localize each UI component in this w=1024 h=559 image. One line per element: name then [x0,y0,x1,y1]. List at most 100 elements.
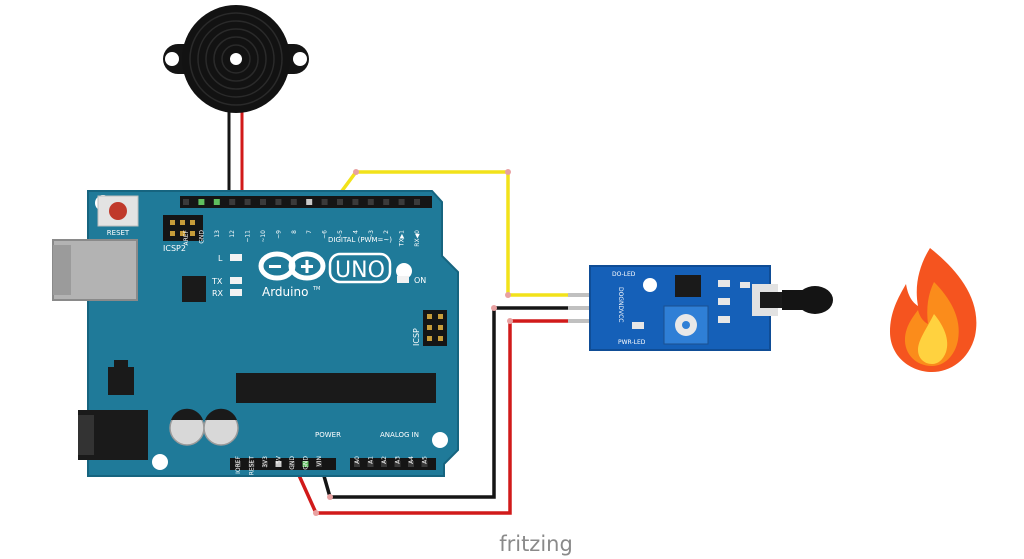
reset-label: RESET [107,229,130,237]
digital-pin-slot [275,199,282,205]
digital-pin-slot [352,199,359,205]
digital-label: DIGITAL (PWM=~) [328,236,392,244]
capacitor-2 [203,408,239,446]
power-pin-label: RESET [249,456,256,476]
power-pin-label: 3V3 [262,456,269,468]
analog-pin-label: A4 [408,456,415,464]
digital-pin-label: 4 [352,230,359,234]
analog-label: ANALOG IN [380,431,419,439]
fritzing-watermark: fritzing [499,532,573,556]
digital-pin-label: TX▶1 [399,230,406,247]
digital-pin-slot [229,199,236,205]
pin-labels: DOGNDVCC [617,287,624,322]
led-tx [230,277,242,284]
atmega-chip [236,373,436,403]
icsp-label: ICSP [412,328,421,346]
pwr-led-label: PWR-LED [618,339,646,346]
analog-pin-slot [381,461,387,467]
flame-sensor-module: DO-LED DOGNDVCC PWR-LED [568,265,833,351]
uno-badge: UNO [328,252,392,284]
power-pin-slot [289,461,295,467]
analog-pin-slot [354,461,360,467]
power-pin-slot [316,461,322,467]
digital-pin-label: GND [198,230,205,244]
led-l-label: L [218,254,223,263]
digital-pin-label: ~11 [245,230,252,243]
power-pin-label: IOREF [235,455,242,473]
led-on [397,276,409,283]
digital-pin-label: 2 [383,230,390,234]
power-pin-slot [302,461,309,467]
led-rx-label: RX [212,289,224,298]
power-pin-label: VIN [316,456,323,466]
led-l [230,254,242,261]
power-header [230,458,336,470]
digital-pin-slot [198,199,205,205]
led-on-label: ON [414,276,426,285]
digital-pin-label: 8 [291,230,298,234]
digital-pin-label: ~10 [260,230,267,243]
analog-pin-label: A2 [381,456,388,464]
digital-pin-label: ~5 [337,230,344,239]
digital-pin-slot [367,199,374,205]
digital-pin-label: 12 [229,230,236,238]
led-tx-label: TX [211,277,223,286]
analog-pin-slot [421,461,428,467]
digital-pin-label: ~3 [368,230,375,239]
analog-pin-slot [408,461,414,467]
reset-button [97,195,139,227]
trademark-label: TM [312,286,320,292]
digital-pin-label: RX◀0 [414,230,421,247]
potentiometer [663,305,709,345]
digital-pin-slot [337,199,343,205]
comparator-chip [675,275,701,297]
digital-pin-label: 13 [214,230,221,238]
digital-pin-slot [183,199,189,205]
icsp-header [423,310,447,346]
power-pin-slot [262,461,268,467]
digital-pin-label: ~9 [275,230,282,239]
voltage-regulator [108,367,134,395]
digital-pin-label: 7 [306,230,313,234]
analog-pin-label: A5 [422,456,429,464]
digital-pin-slot [260,199,266,205]
digital-pin-label: AREF [183,229,190,245]
icsp2-label: ICSP2 [163,244,186,253]
ground-black-wire [318,306,575,499]
power-label: POWER [315,431,341,439]
power-pin-label: GND [289,456,296,470]
analog-pin-label: A0 [354,456,361,464]
power-pin-slot [275,461,282,467]
arduino-logo-icon [258,251,326,281]
power-pin-label: GND [303,456,310,470]
analog-pin-slot [394,461,401,467]
analog-pin-label: A3 [395,456,402,464]
do-led-label: DO-LED [612,271,636,278]
fire-emoji-icon [890,248,977,372]
brand-label: Arduino [262,285,308,299]
led-rx [230,289,242,296]
analog-pin-slot [367,461,374,467]
power-pin-slot [248,461,255,467]
piezo-buzzer-icon [163,5,309,113]
uno-label: UNO [335,258,385,283]
digital-pin-slot [244,199,251,205]
digital-pin-slot [383,199,390,205]
power-pin-label: 5V [276,455,283,464]
digital-pin-slot [414,199,420,205]
power-pin-slot [235,461,241,467]
usb-chip [182,276,206,302]
digital-pin-slot [306,199,313,205]
digital-pin-slot [213,199,220,205]
power-red-wire [291,319,575,515]
capacitor-1 [169,408,205,446]
digital-pin-slot [290,199,297,205]
digital-pin-slot [398,199,405,205]
icsp2-header [163,215,203,241]
digital-pin-label: ~6 [322,230,329,239]
wires [227,108,575,516]
analog-pin-label: A1 [368,456,375,464]
digital-pin-slot [321,199,328,205]
